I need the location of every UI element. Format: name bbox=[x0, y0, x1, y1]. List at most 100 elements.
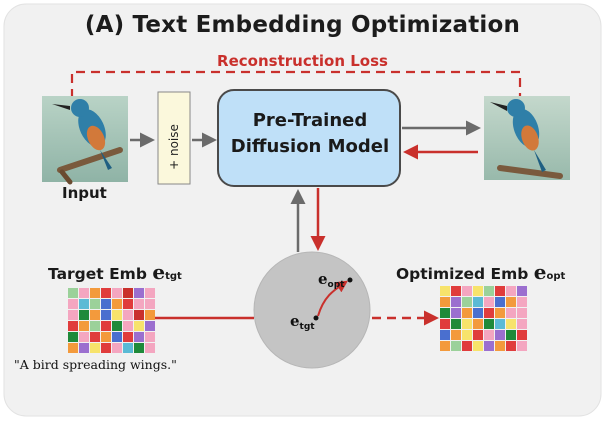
embedding-cell bbox=[451, 330, 461, 340]
embedding-cell bbox=[123, 299, 133, 309]
embedding-cell bbox=[440, 286, 450, 296]
embedding-cell bbox=[68, 288, 78, 298]
embedding-cell bbox=[112, 288, 122, 298]
embedding-cell bbox=[68, 310, 78, 320]
embedding-cell bbox=[495, 286, 505, 296]
embedding-cell bbox=[123, 332, 133, 342]
embedding-cell bbox=[145, 321, 155, 331]
embedding-cell bbox=[112, 343, 122, 353]
circle-opt-label: eopt bbox=[318, 270, 345, 290]
optimized-embedding-grid bbox=[440, 286, 527, 351]
input-label: Input bbox=[62, 184, 107, 202]
embedding-cell bbox=[517, 286, 527, 296]
embedding-cell bbox=[79, 288, 89, 298]
embedding-cell bbox=[112, 310, 122, 320]
optimized-emb-label: Optimized Emb eopt bbox=[396, 260, 565, 284]
embedding-cell bbox=[517, 330, 527, 340]
optimized-emb-sub: opt bbox=[546, 271, 566, 282]
optimized-emb-text: Optimized Emb bbox=[396, 265, 529, 283]
target-embedding-grid bbox=[68, 288, 155, 353]
embedding-cell bbox=[134, 299, 144, 309]
embedding-cell bbox=[517, 319, 527, 329]
opt-point bbox=[347, 277, 353, 283]
embedding-cell bbox=[134, 288, 144, 298]
embedding-cell bbox=[90, 343, 100, 353]
embedding-cell bbox=[79, 332, 89, 342]
embedding-cell bbox=[134, 321, 144, 331]
embedding-cell bbox=[101, 343, 111, 353]
embedding-cell bbox=[145, 299, 155, 309]
reconstruction-loss-label: Reconstruction Loss bbox=[217, 52, 388, 70]
embedding-cell bbox=[145, 332, 155, 342]
embedding-cell bbox=[145, 343, 155, 353]
diffusion-model-box bbox=[217, 89, 401, 187]
optimized-emb-symbol: e bbox=[533, 260, 547, 284]
embedding-cell bbox=[462, 319, 472, 329]
embedding-cell bbox=[145, 310, 155, 320]
optimization-trajectory bbox=[317, 280, 348, 317]
embedding-cell bbox=[451, 297, 461, 307]
target-emb-sub: tgt bbox=[165, 271, 182, 282]
embedding-cell bbox=[495, 297, 505, 307]
embedding-cell bbox=[473, 319, 483, 329]
embedding-cell bbox=[145, 288, 155, 298]
embedding-cell bbox=[101, 332, 111, 342]
embedding-cell bbox=[517, 308, 527, 318]
noise-label-box: + noise bbox=[158, 112, 190, 182]
embedding-cell bbox=[484, 297, 494, 307]
model-label: Pre-Trained Diffusion Model bbox=[222, 108, 398, 160]
embedding-cell bbox=[506, 308, 516, 318]
embedding-cell bbox=[90, 310, 100, 320]
embedding-cell bbox=[462, 330, 472, 340]
embedding-cell bbox=[79, 343, 89, 353]
embedding-cell bbox=[462, 286, 472, 296]
input-image bbox=[42, 96, 128, 185]
embedding-cell bbox=[484, 330, 494, 340]
embedding-cell bbox=[101, 310, 111, 320]
embedding-cell bbox=[473, 308, 483, 318]
embedding-cell bbox=[495, 341, 505, 351]
embedding-cell bbox=[90, 321, 100, 331]
embedding-cell bbox=[79, 310, 89, 320]
embedding-cell bbox=[440, 297, 450, 307]
embedding-cell bbox=[473, 297, 483, 307]
embedding-cell bbox=[101, 299, 111, 309]
embedding-cell bbox=[451, 341, 461, 351]
embedding-cell bbox=[440, 341, 450, 351]
embedding-cell bbox=[90, 332, 100, 342]
embedding-cell bbox=[440, 330, 450, 340]
embedding-cell bbox=[134, 343, 144, 353]
embedding-cell bbox=[473, 286, 483, 296]
embedding-cell bbox=[68, 332, 78, 342]
embedding-cell bbox=[473, 341, 483, 351]
embedding-cell bbox=[440, 308, 450, 318]
embedding-cell bbox=[451, 308, 461, 318]
embedding-cell bbox=[506, 286, 516, 296]
target-emb-label: Target Emb etgt bbox=[48, 260, 182, 284]
embedding-cell bbox=[462, 297, 472, 307]
prompt-text: "A bird spreading wings." bbox=[14, 357, 177, 372]
embedding-cell bbox=[68, 299, 78, 309]
tgt-point bbox=[313, 315, 319, 321]
embedding-cell bbox=[473, 330, 483, 340]
embedding-cell bbox=[495, 330, 505, 340]
embedding-cell bbox=[123, 288, 133, 298]
embedding-cell bbox=[112, 299, 122, 309]
embedding-cell bbox=[112, 321, 122, 331]
embedding-cell bbox=[517, 297, 527, 307]
embedding-cell bbox=[68, 343, 78, 353]
embedding-cell bbox=[123, 321, 133, 331]
embedding-space-circle bbox=[253, 251, 371, 369]
embedding-cell bbox=[517, 341, 527, 351]
embedding-cell bbox=[484, 319, 494, 329]
diagram-title: (A) Text Embedding Optimization bbox=[84, 12, 521, 38]
embedding-cell bbox=[79, 321, 89, 331]
embedding-cell bbox=[101, 321, 111, 331]
embedding-cell bbox=[68, 321, 78, 331]
embedding-cell bbox=[484, 308, 494, 318]
embedding-cell bbox=[123, 310, 133, 320]
circle-tgt-label: etgt bbox=[290, 312, 315, 332]
embedding-cell bbox=[506, 330, 516, 340]
